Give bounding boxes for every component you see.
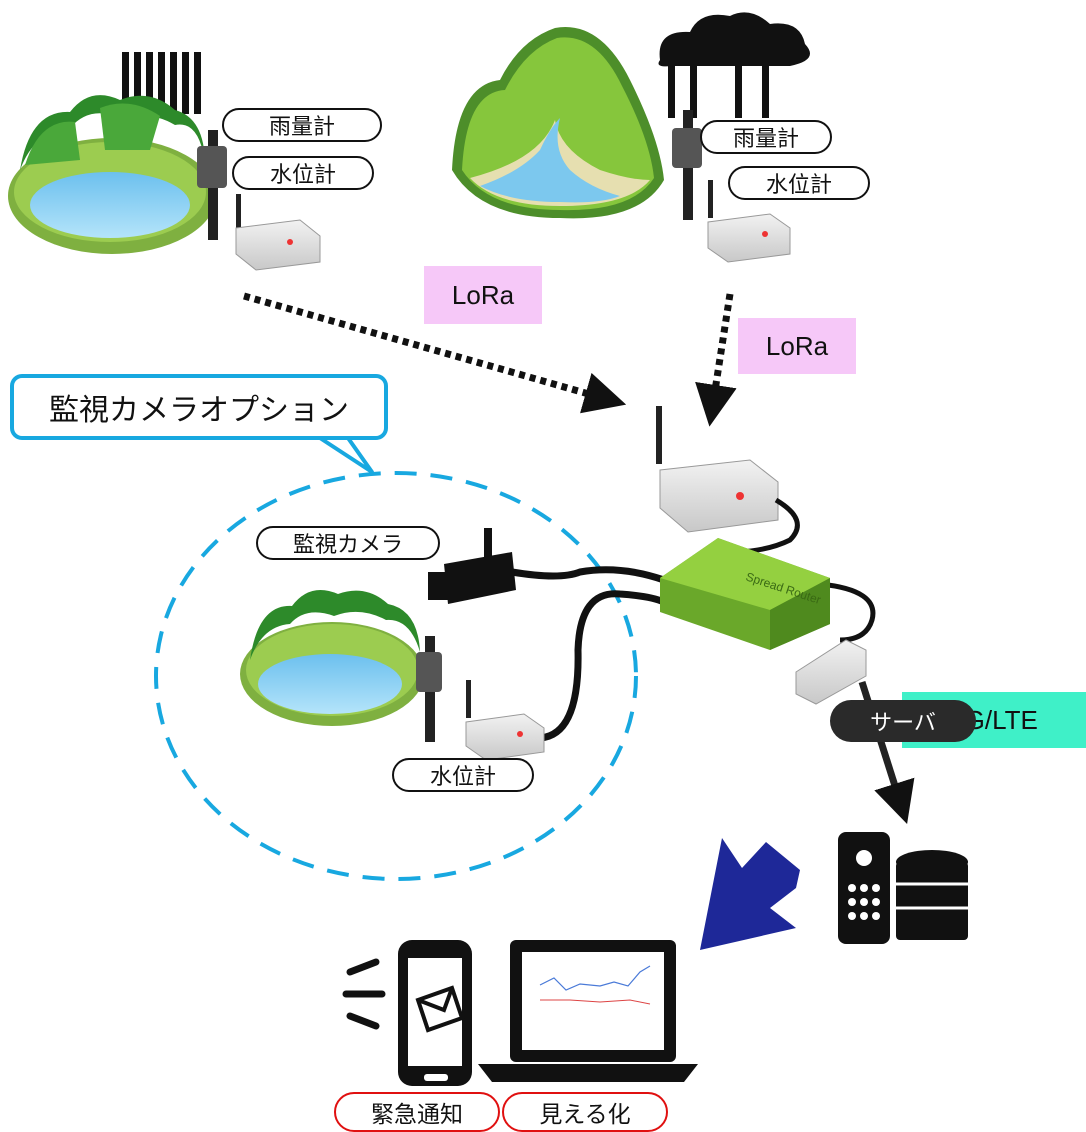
water-gauge-label-right: 水位計 bbox=[728, 166, 870, 200]
gateway-box-icon bbox=[656, 406, 779, 533]
server-icon bbox=[838, 832, 890, 944]
rain-cloud-icon bbox=[658, 12, 810, 118]
sensor-cable bbox=[539, 590, 666, 742]
rain-icon bbox=[122, 52, 201, 114]
mail-icon bbox=[415, 985, 465, 1033]
gauge-pole-right bbox=[672, 110, 702, 220]
lora-link-left bbox=[243, 292, 627, 414]
delivery-arrow bbox=[700, 838, 800, 950]
pond-icon bbox=[240, 590, 424, 726]
modem-icon bbox=[795, 639, 867, 705]
pond-icon bbox=[8, 95, 216, 254]
database-icon bbox=[896, 850, 968, 940]
rain-gauge-label-right: 雨量計 bbox=[700, 120, 832, 154]
laptop-chart-line-red bbox=[540, 999, 651, 1005]
notification-lines bbox=[342, 958, 386, 1030]
gauge-pole-left bbox=[197, 130, 227, 240]
laptop-chart-line-blue bbox=[539, 965, 651, 991]
gauge-pole-bottom bbox=[416, 636, 442, 742]
camera-icon bbox=[428, 528, 516, 604]
camera-label: 監視カメラ bbox=[256, 526, 440, 560]
camera-cable bbox=[511, 566, 666, 584]
sensor-box-icon bbox=[465, 680, 545, 761]
camera-option-area bbox=[154, 471, 638, 881]
lora-link-right bbox=[695, 293, 737, 427]
camera-option-callout: 監視カメラオプション bbox=[10, 374, 388, 440]
router-icon: Spread Router bbox=[660, 538, 830, 650]
laptop-icon bbox=[478, 940, 698, 1082]
sensor-box-icon bbox=[235, 194, 321, 271]
emergency-notify-label: 緊急通知 bbox=[334, 1092, 500, 1132]
modem-cable bbox=[819, 581, 876, 643]
lora-tag-right: LoRa bbox=[738, 318, 856, 374]
water-gauge-label-bottom: 水位計 bbox=[392, 758, 534, 792]
callout-tail bbox=[318, 436, 374, 474]
rain-gauge-label-left: 雨量計 bbox=[222, 108, 382, 142]
gateway-cable bbox=[739, 497, 800, 555]
mountain-river-icon bbox=[452, 27, 664, 219]
lora-tag-left: LoRa bbox=[424, 266, 542, 324]
water-gauge-label-left: 水位計 bbox=[232, 156, 374, 190]
smartphone-icon bbox=[398, 940, 472, 1086]
sensor-box-icon bbox=[707, 180, 791, 263]
visualization-label: 見える化 bbox=[502, 1092, 668, 1132]
server-label: サーバ bbox=[830, 700, 976, 742]
